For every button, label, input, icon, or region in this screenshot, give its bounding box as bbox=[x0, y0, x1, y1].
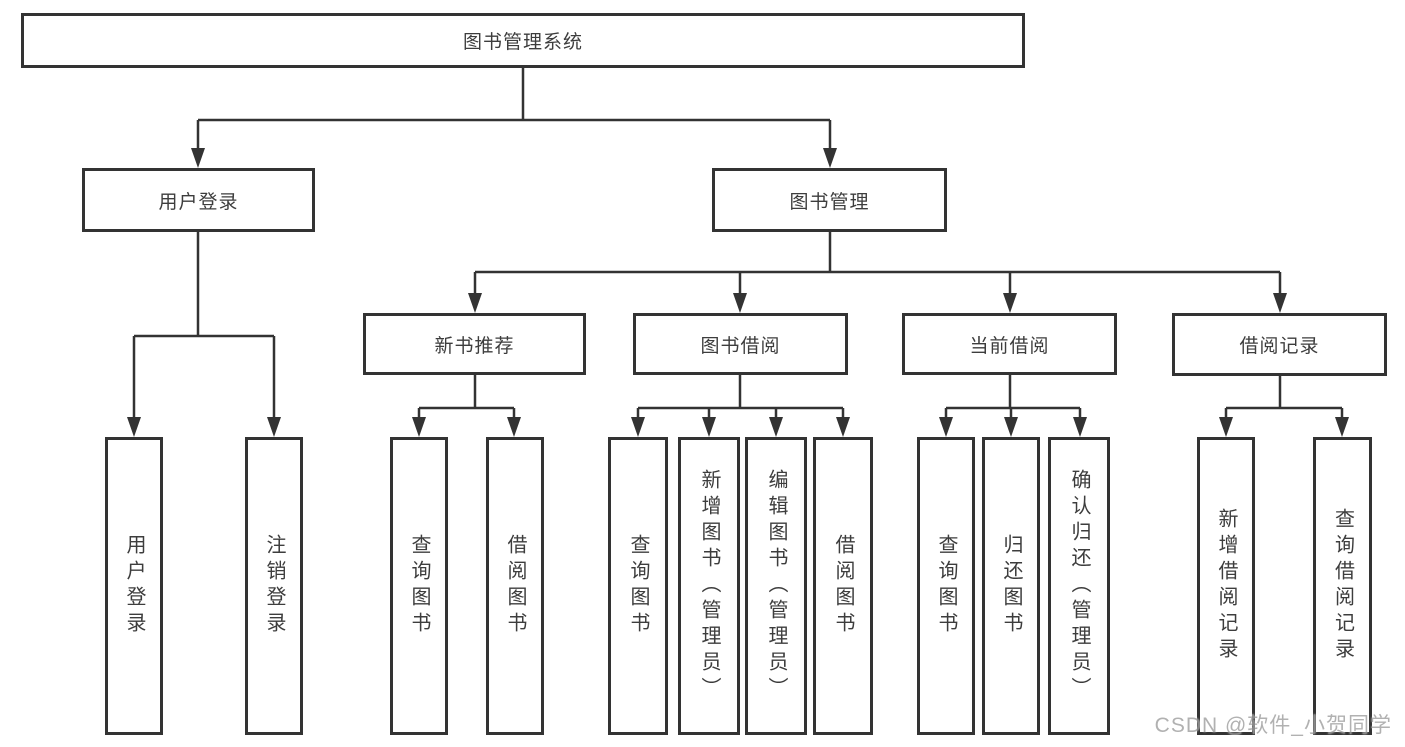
leaf-borrow-query-book: 查询图书 bbox=[608, 437, 668, 735]
leaf-return-book-label: 归还图书 bbox=[1000, 534, 1022, 638]
node-new-book-rec-label: 新书推荐 bbox=[434, 335, 515, 357]
csdn-watermark: CSDN @软件_小贺同学 bbox=[1154, 714, 1392, 737]
leaf-edit-book-admin-label: 编辑图书（管理员） bbox=[765, 469, 787, 703]
node-book-borrow: 图书借阅 bbox=[633, 313, 848, 375]
node-user-login: 用户登录 bbox=[82, 168, 315, 232]
leaf-add-book-admin-label: 新增图书（管理员） bbox=[698, 469, 720, 703]
leaf-confirm-return-admin-label: 确认归还（管理员） bbox=[1068, 469, 1090, 703]
node-root-label: 图书管理系统 bbox=[462, 32, 583, 53]
leaf-edit-book-admin: 编辑图书（管理员） bbox=[745, 437, 807, 735]
leaf-borrow-borrow-book: 借阅图书 bbox=[813, 437, 873, 735]
leaf-user-login-label: 用户登录 bbox=[123, 534, 145, 638]
leaf-return-book: 归还图书 bbox=[982, 437, 1040, 735]
leaf-newrec-borrow-book: 借阅图书 bbox=[486, 437, 544, 735]
node-book-mgmt-label: 图书管理 bbox=[789, 191, 870, 213]
node-current-borrow: 当前借阅 bbox=[902, 313, 1117, 375]
arrow-down-icons bbox=[127, 148, 1349, 437]
leaf-query-borrow-record-label: 查询借阅记录 bbox=[1331, 508, 1354, 664]
leaf-query-borrow-record: 查询借阅记录 bbox=[1313, 437, 1372, 735]
leaf-newrec-query-book: 查询图书 bbox=[390, 437, 448, 735]
node-new-book-rec: 新书推荐 bbox=[363, 313, 586, 375]
leaf-user-login: 用户登录 bbox=[105, 437, 163, 735]
connector-paths bbox=[132, 68, 1344, 419]
leaf-confirm-return-admin: 确认归还（管理员） bbox=[1048, 437, 1110, 735]
leaf-current-query-book-label: 查询图书 bbox=[935, 534, 957, 638]
node-current-borrow-label: 当前借阅 bbox=[969, 335, 1050, 357]
leaf-newrec-borrow-book-label: 借阅图书 bbox=[504, 534, 526, 638]
node-borrow-record-label: 借阅记录 bbox=[1239, 336, 1320, 357]
node-book-borrow-label: 图书借阅 bbox=[700, 335, 781, 357]
leaf-logout: 注销登录 bbox=[245, 437, 303, 735]
node-borrow-record: 借阅记录 bbox=[1172, 313, 1387, 376]
node-root: 图书管理系统 bbox=[21, 13, 1025, 68]
node-user-login-label: 用户登录 bbox=[158, 191, 239, 213]
leaf-add-borrow-record: 新增借阅记录 bbox=[1197, 437, 1255, 735]
node-book-mgmt: 图书管理 bbox=[712, 168, 947, 232]
leaf-current-query-book: 查询图书 bbox=[917, 437, 975, 735]
leaf-newrec-query-book-label: 查询图书 bbox=[408, 534, 430, 638]
leaf-add-book-admin: 新增图书（管理员） bbox=[678, 437, 740, 735]
leaf-borrow-borrow-book-label: 借阅图书 bbox=[832, 534, 854, 638]
leaf-borrow-query-book-label: 查询图书 bbox=[627, 534, 649, 638]
leaf-logout-label: 注销登录 bbox=[263, 534, 285, 638]
leaf-add-borrow-record-label: 新增借阅记录 bbox=[1215, 508, 1237, 664]
